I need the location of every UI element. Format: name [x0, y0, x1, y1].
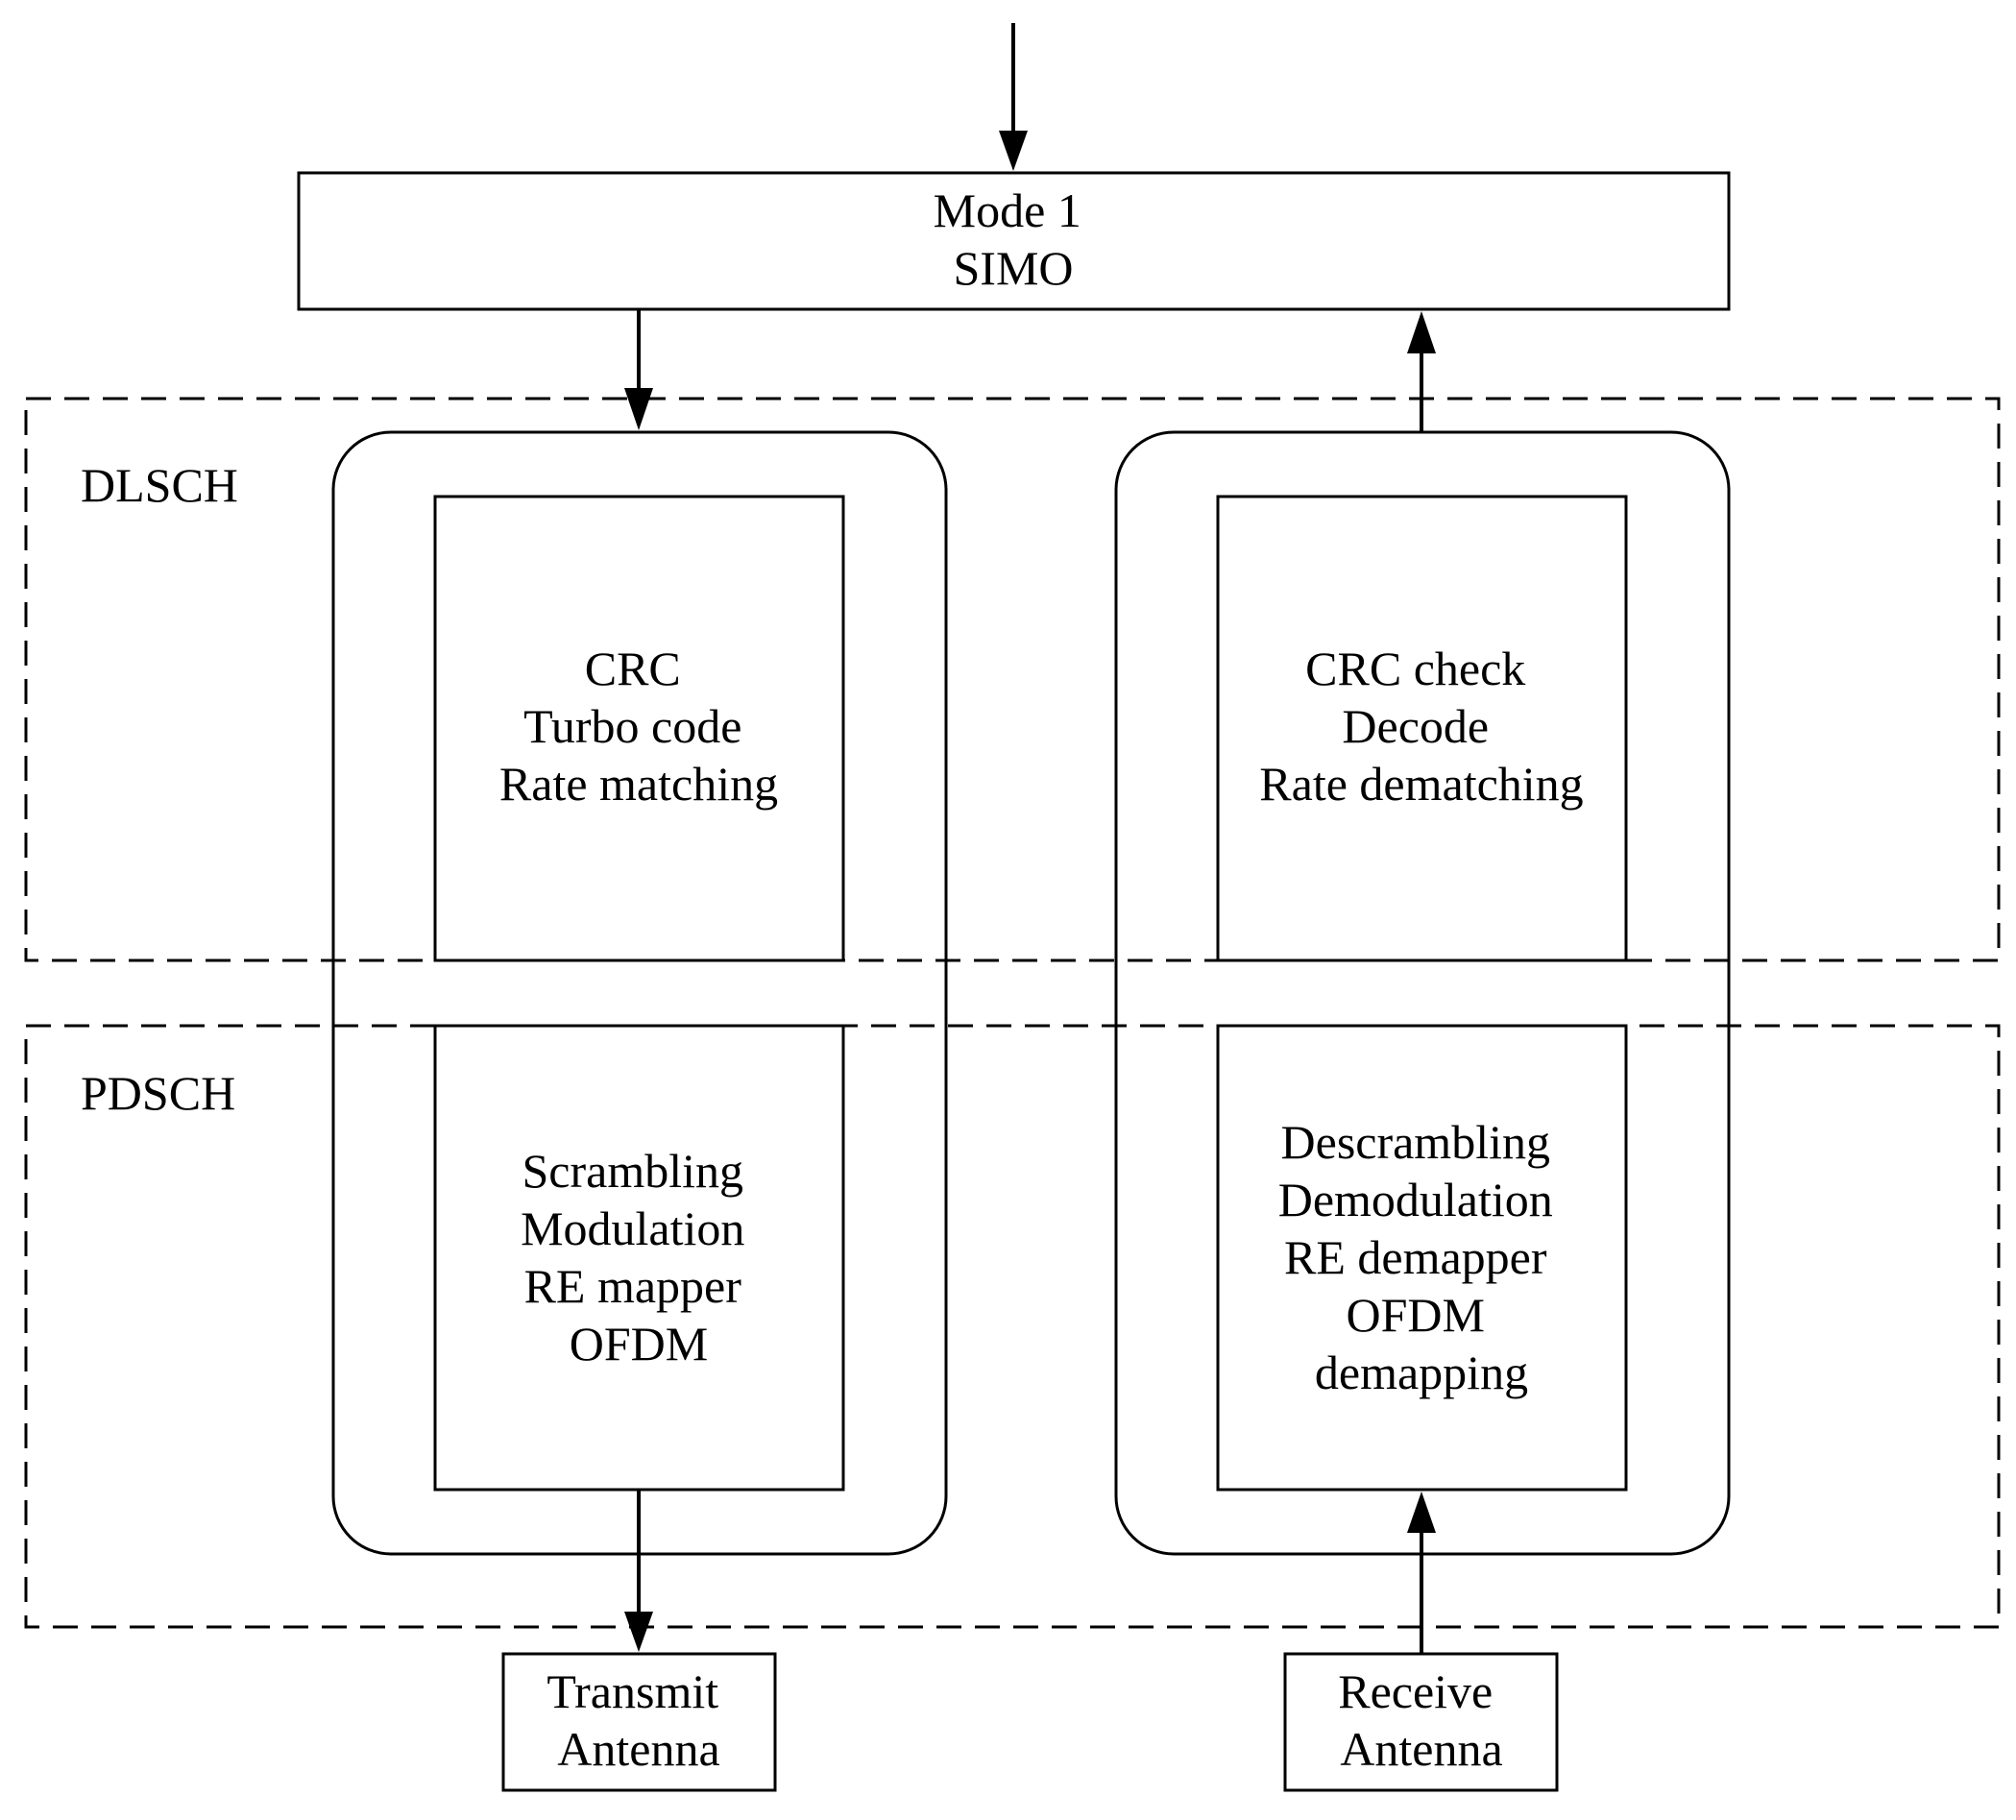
rx-pdsch-line-1: Descrambling: [1281, 1115, 1550, 1169]
tx-pdsch-line-4: OFDM: [570, 1317, 708, 1371]
tx-pdsch-line-3: RE mapper: [524, 1259, 742, 1313]
rx-dlsch-block: [1216, 495, 1628, 962]
rx-pdsch-block: [1216, 1024, 1628, 1492]
transmit-antenna-box: [501, 1652, 777, 1792]
tx-dlsch-block-text: CRC Turbo code Rate matching: [499, 642, 778, 811]
mode-to-tx-arrow-head: [624, 388, 653, 430]
transmit-antenna-text: Transmit Antenna: [547, 1664, 730, 1776]
pdsch-region-label: PDSCH: [81, 1066, 235, 1120]
rx-pdsch-block-text: Descrambling Demodulation RE demapper OF…: [1278, 1115, 1566, 1399]
tx-to-antenna-arrow-head: [624, 1612, 653, 1652]
transmit-antenna-line-2: Antenna: [557, 1722, 719, 1776]
input-arrow-head: [999, 131, 1028, 171]
rx-dlsch-block-text: CRC check Decode Rate dematching: [1259, 642, 1583, 811]
rx-dlsch-line-1: CRC check: [1305, 642, 1525, 695]
rx-pdsch-line-4: OFDM: [1347, 1288, 1485, 1342]
mode-box-line-2: SIMO: [953, 241, 1073, 295]
tx-dlsch-line-2: Turbo code: [523, 699, 741, 753]
rx-pdsch-line-3: RE demapper: [1284, 1230, 1547, 1284]
rx-to-mode-arrow-head: [1407, 311, 1436, 353]
tx-pdsch-line-1: Scrambling: [522, 1144, 743, 1198]
dlsch-region-label: DLSCH: [81, 458, 238, 512]
transmit-antenna-line-1: Transmit: [547, 1664, 718, 1718]
tx-dlsch-line-3: Rate matching: [499, 757, 778, 811]
tx-pdsch-block: [433, 1024, 845, 1492]
pdsch-region: [24, 1024, 2001, 1629]
tx-pdsch-line-2: Modulation: [521, 1201, 744, 1255]
mode-box: [297, 171, 1731, 311]
mode-box-text: Mode 1 SIMO: [934, 183, 1094, 295]
tx-dlsch-block: [433, 495, 845, 962]
tx-pdsch-block-text: Scrambling Modulation RE mapper OFDM: [521, 1144, 757, 1371]
rx-dlsch-line-2: Decode: [1342, 699, 1489, 753]
antenna-to-rx-arrow-head: [1407, 1492, 1436, 1533]
rx-pdsch-line-2: Demodulation: [1278, 1173, 1553, 1226]
rx-dlsch-line-3: Rate dematching: [1259, 757, 1583, 811]
receive-antenna-line-2: Antenna: [1340, 1722, 1502, 1776]
tx-dlsch-line-1: CRC: [585, 642, 681, 695]
mode-box-line-1: Mode 1: [934, 183, 1081, 237]
receive-antenna-line-1: Receive: [1338, 1664, 1493, 1718]
receive-antenna-text: Receive Antenna: [1338, 1664, 1505, 1776]
rx-pdsch-line-5: demapping: [1315, 1346, 1528, 1399]
dlsch-region: [24, 397, 2001, 962]
